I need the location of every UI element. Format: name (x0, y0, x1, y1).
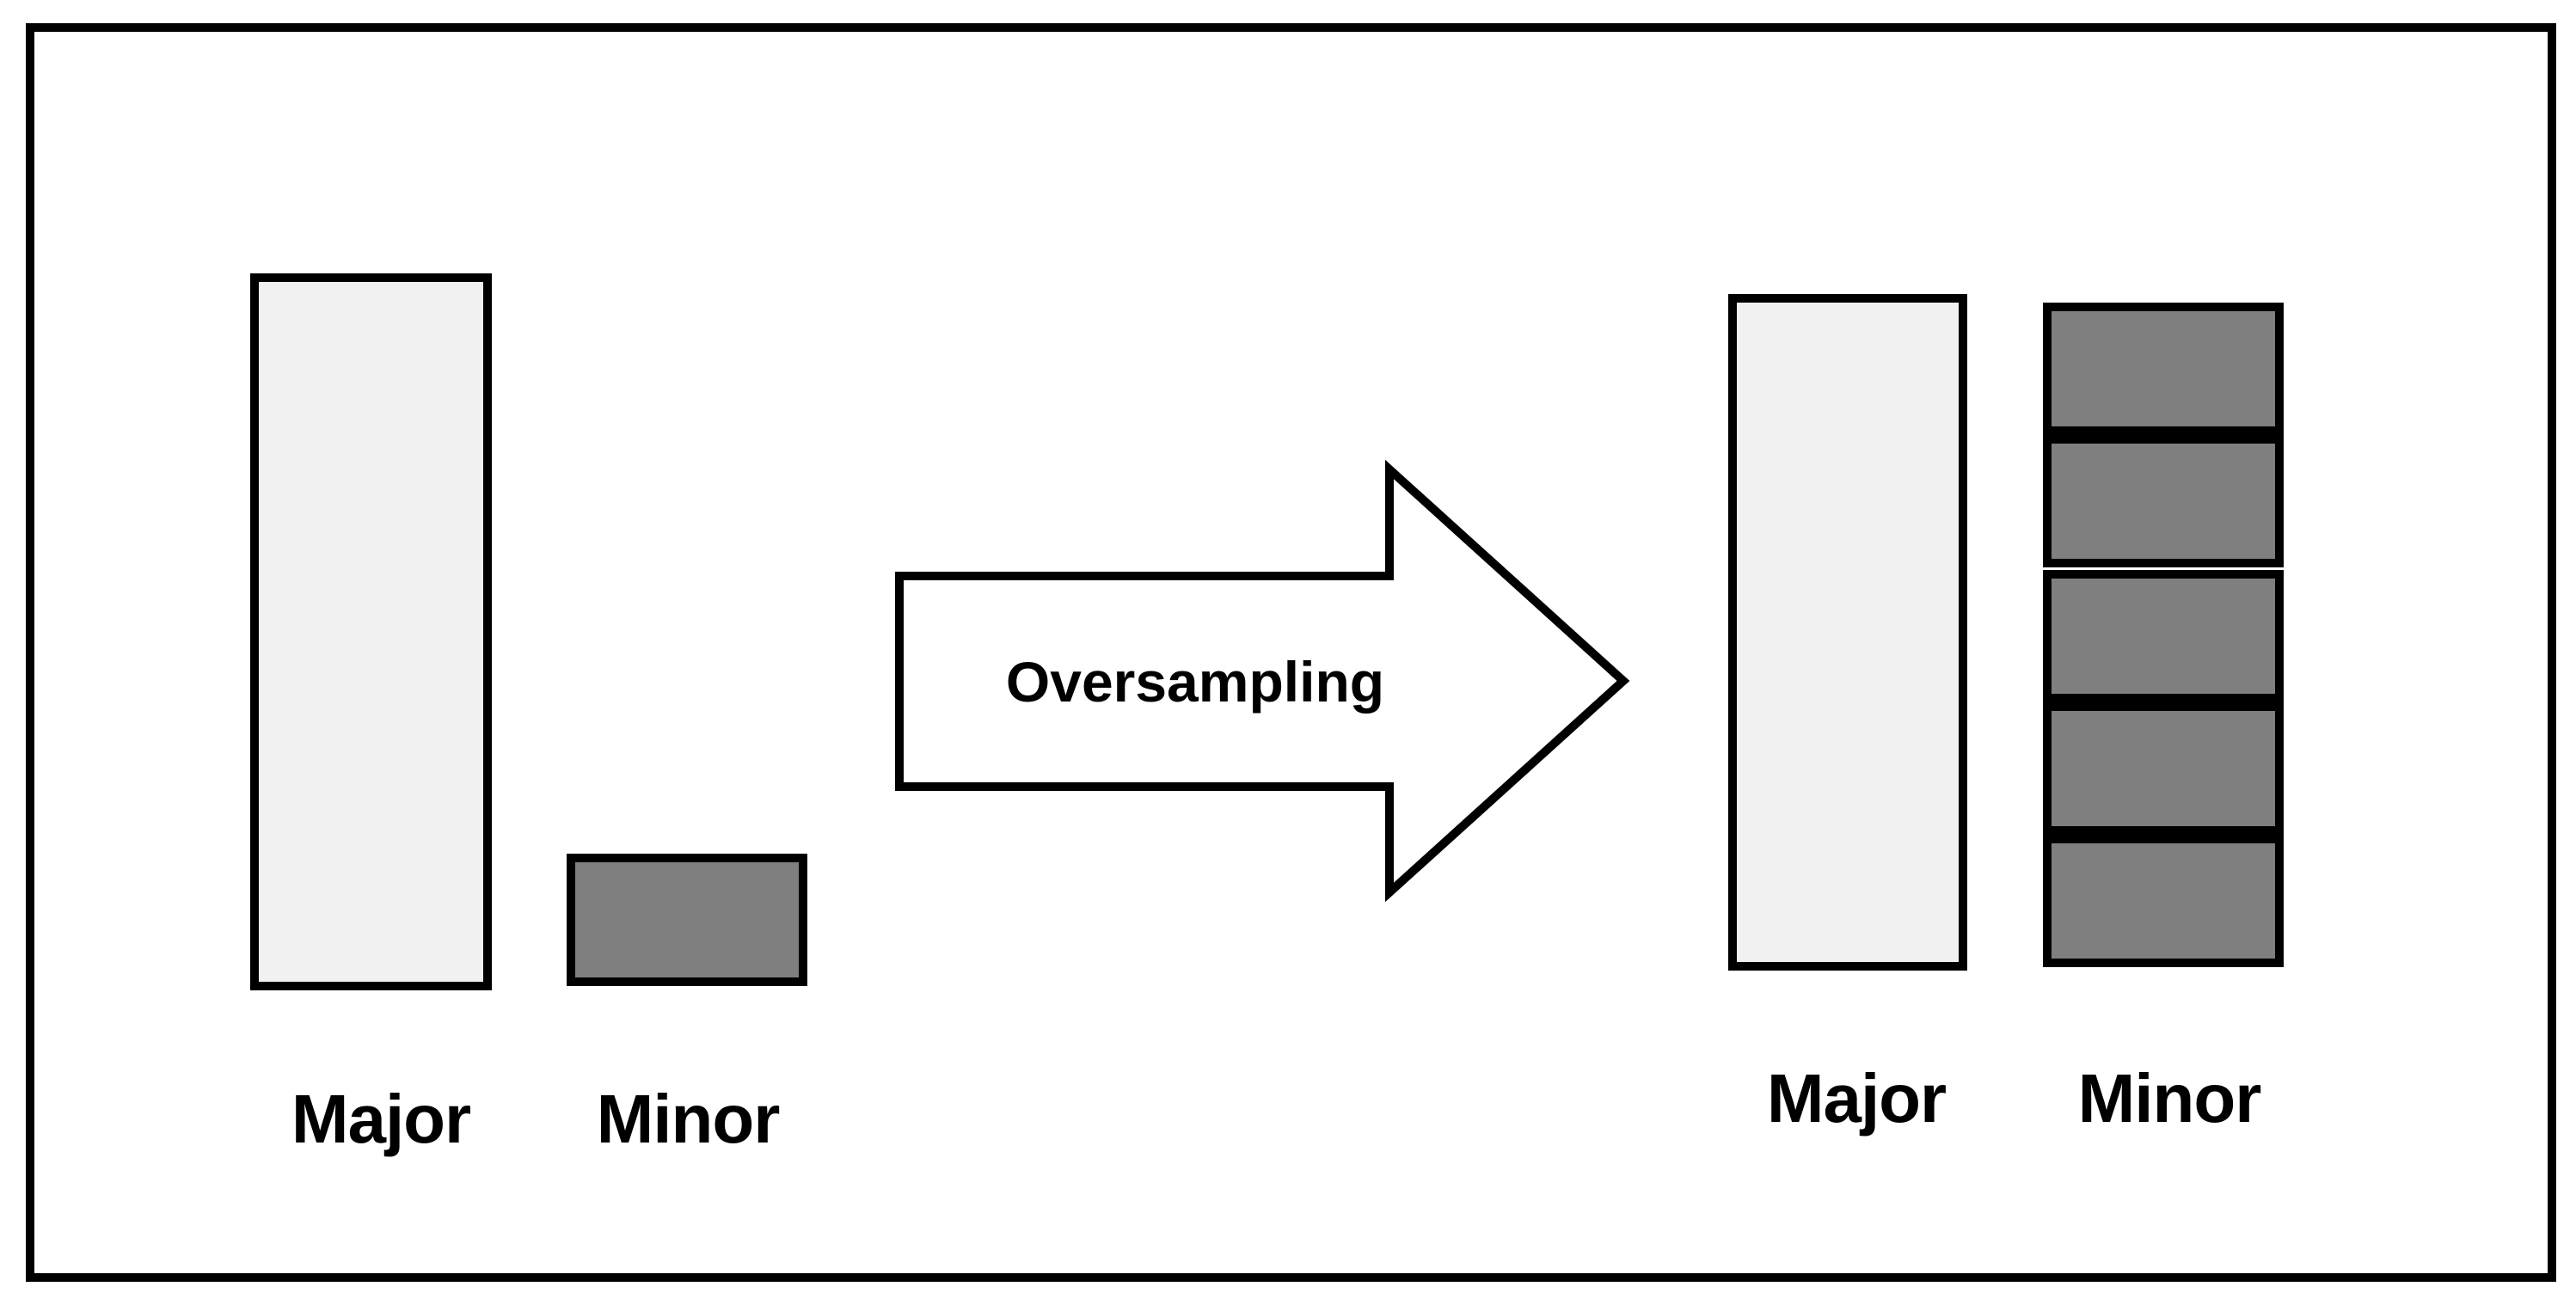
minor-sample-block (2043, 435, 2284, 567)
minor-sample-block (2043, 570, 2284, 702)
before-minor-label: Minor (596, 1081, 781, 1157)
right-arrow-shape (895, 459, 1630, 903)
after-major-label: Major (1766, 1060, 1947, 1137)
after-major-bar (1728, 294, 1967, 971)
before-major-bar (250, 273, 492, 990)
before-major-label: Major (291, 1081, 471, 1157)
oversampling-arrow-label: Oversampling (1005, 650, 1385, 714)
right-arrow-polygon (895, 459, 1630, 903)
minor-sample-block (2043, 835, 2284, 967)
before-minor-bar (567, 854, 807, 986)
minor-sample-block (2043, 702, 2284, 835)
after-minor-stack (2043, 303, 2284, 967)
after-minor-label: Minor (2077, 1060, 2262, 1137)
minor-sample-block (2043, 303, 2284, 435)
